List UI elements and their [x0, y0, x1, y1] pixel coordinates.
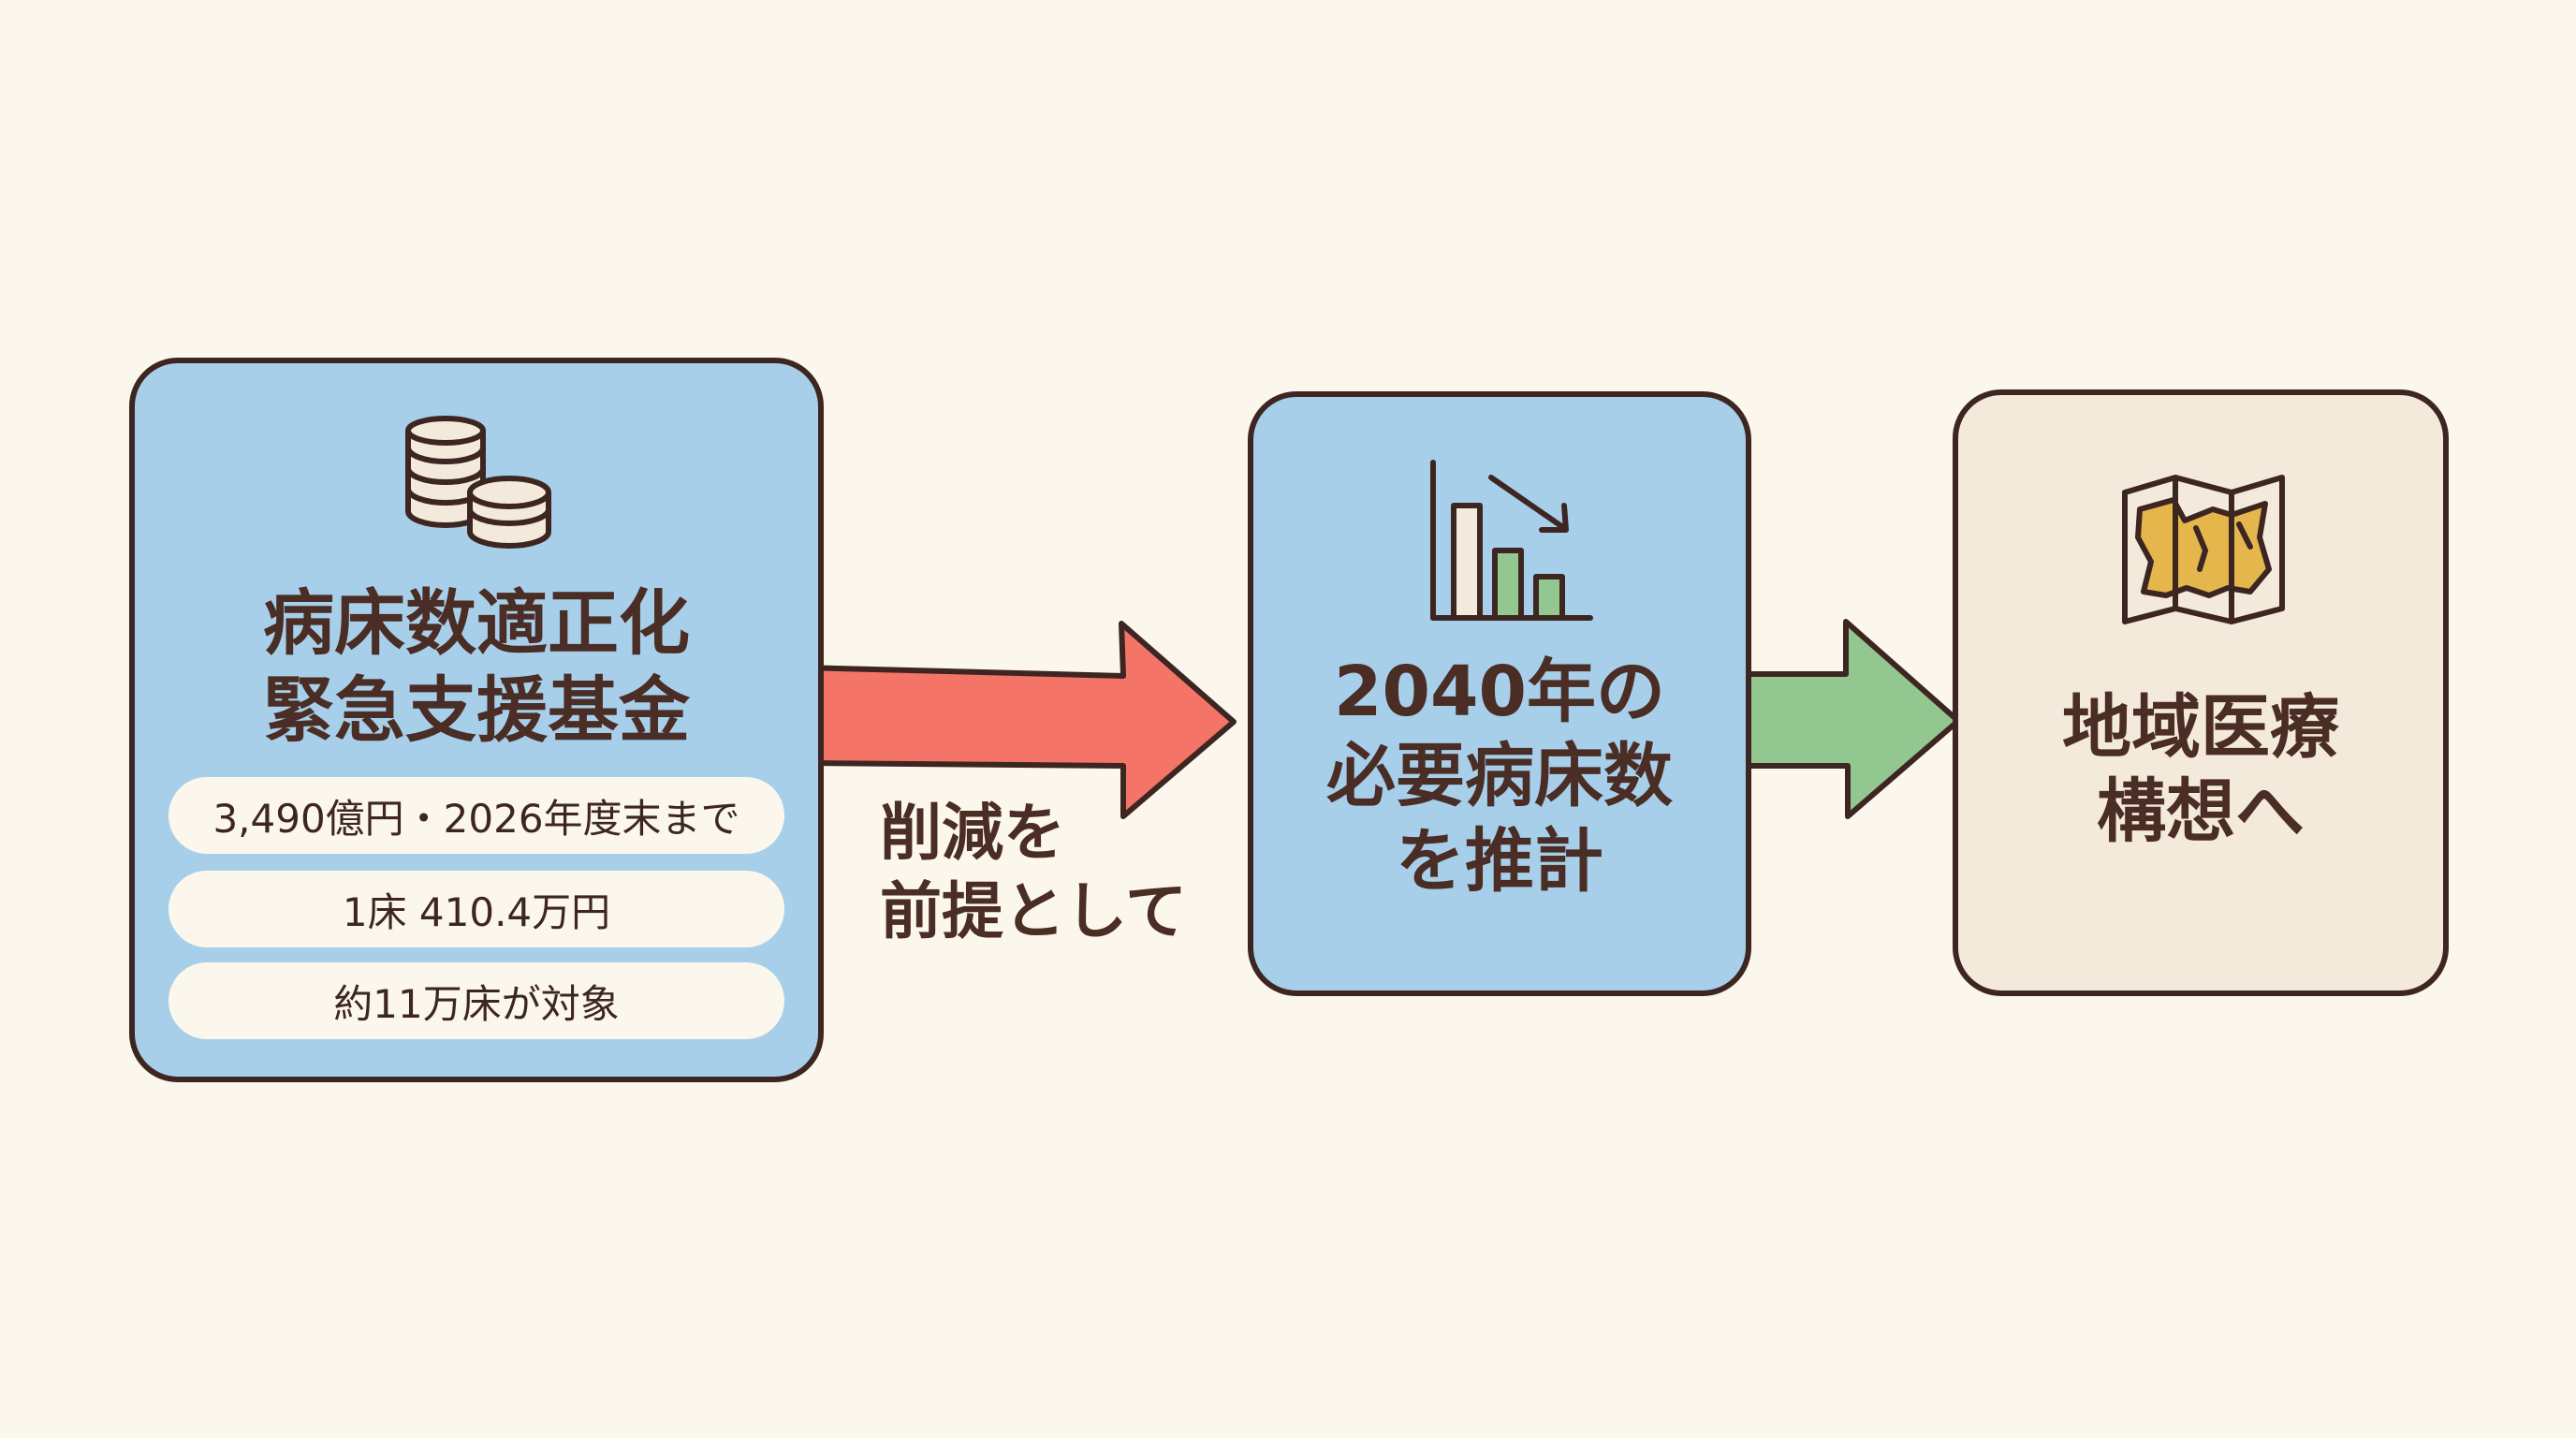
red-arrow — [800, 621, 1237, 819]
coins-icon — [405, 416, 551, 549]
estimate-title: 2040年の 必要病床数 を推計 — [1253, 650, 1746, 903]
map-icon — [2122, 475, 2285, 624]
green-arrow — [1718, 619, 1961, 819]
estimate-title-line1: 2040年の — [1334, 652, 1665, 732]
fund-detail-target: 約11万床が対象 — [168, 962, 784, 1039]
estimate-card: 2040年の 必要病床数 を推計 — [1248, 391, 1751, 996]
fund-detail-per-bed: 1床 410.4万円 — [168, 871, 784, 947]
fund-title: 病床数適正化 緊急支援基金 — [135, 580, 818, 754]
connector1-label-line2: 前提として — [880, 874, 1188, 947]
connector1-label: 削減を 前提として — [880, 794, 1187, 951]
plan-title-line2: 構想へ — [2097, 771, 2305, 853]
fund-title-line2: 緊急支援基金 — [263, 668, 690, 752]
plan-title-line1: 地域医療 — [2062, 687, 2339, 768]
connector1-label-line1: 削減を — [880, 797, 1065, 869]
fund-card: 病床数適正化 緊急支援基金 3,490億円・2026年度末まで 1床 410.4… — [129, 358, 824, 1082]
estimate-title-line3: を推計 — [1396, 820, 1603, 902]
fund-title-line1: 病床数適正化 — [263, 581, 690, 665]
plan-card: 地域医療 構想へ — [1953, 389, 2449, 996]
estimate-title-line2: 必要病床数 — [1326, 736, 1673, 817]
declining-bar-chart-icon — [1430, 460, 1593, 621]
fund-detail-budget: 3,490億円・2026年度末まで — [168, 777, 784, 854]
plan-title: 地域医療 構想へ — [1958, 685, 2443, 855]
